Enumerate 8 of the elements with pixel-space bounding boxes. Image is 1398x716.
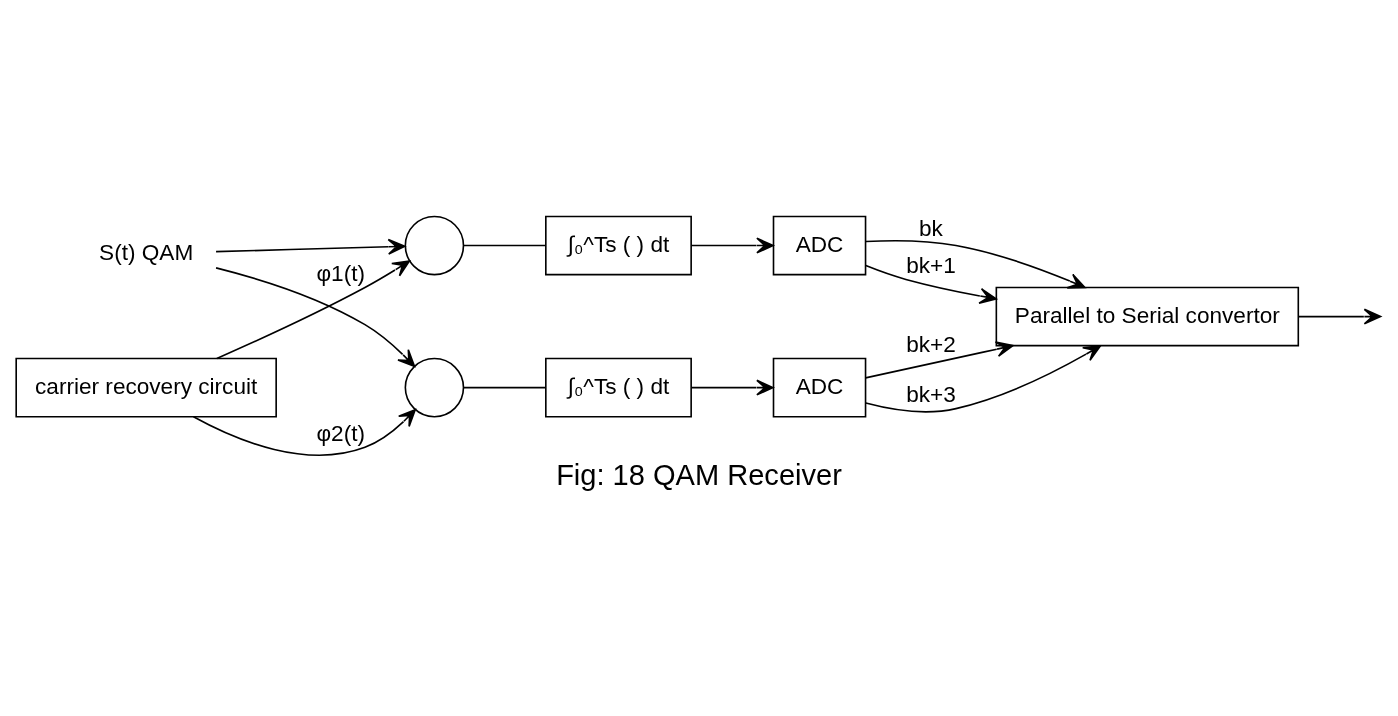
edge-label: φ1(t) xyxy=(316,260,366,286)
edge-label: bk+1 xyxy=(906,252,956,278)
edge-label: bk+3 xyxy=(906,381,956,407)
edge-label: φ2(t) xyxy=(316,420,366,446)
node-text: S(t) QAM xyxy=(99,239,194,265)
edge-label: bk+2 xyxy=(906,331,956,357)
caption: Fig: 18 QAM Receiver xyxy=(556,458,842,491)
edge-label: bk xyxy=(919,215,943,241)
